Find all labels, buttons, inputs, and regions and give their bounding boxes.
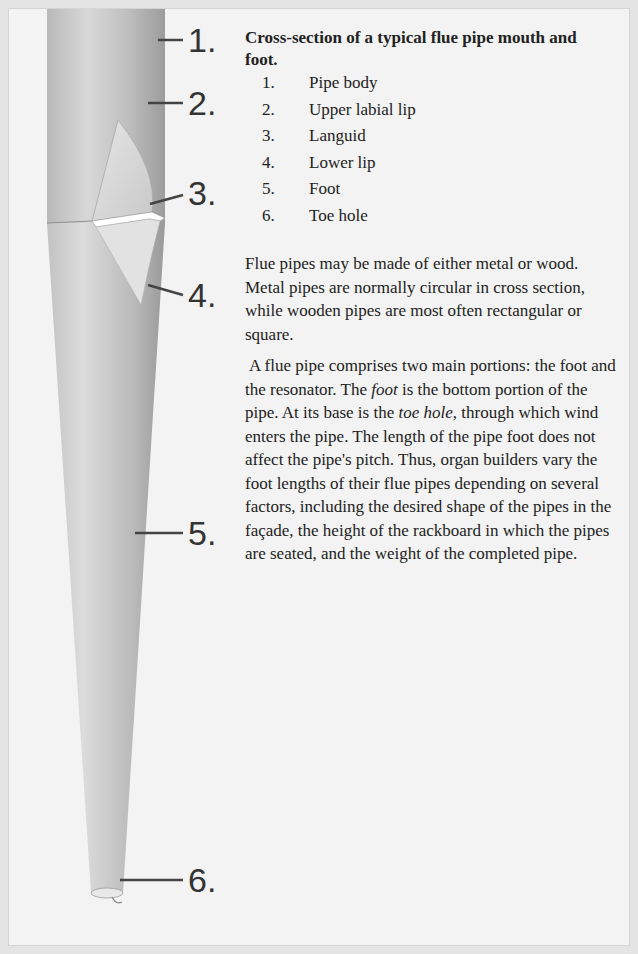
toe-edge — [112, 897, 122, 903]
list-item: Lower lip — [309, 152, 376, 174]
leader-line — [150, 195, 183, 204]
leader-line — [158, 39, 183, 42]
list-item: Toe hole — [309, 205, 368, 227]
list-item: Pipe body — [309, 72, 377, 94]
leader-line — [148, 102, 183, 105]
callout-number: 2. — [188, 84, 216, 122]
leader-line — [135, 532, 183, 535]
mouth-edge — [47, 221, 92, 223]
upper-lip — [92, 120, 153, 221]
callout-number: 4. — [188, 276, 216, 314]
callout-number: 5. — [188, 514, 216, 552]
emphasis: toe hole — [398, 403, 452, 422]
callout-number: 6. — [188, 861, 216, 899]
list-item: Upper labial lip — [309, 99, 416, 121]
leader-line — [148, 285, 183, 295]
list-item: Foot — [309, 178, 340, 200]
paragraph-text: , through which wind enters the pipe. Th… — [245, 403, 611, 563]
list-number: 5. — [262, 178, 275, 200]
text-column: Flue pipes may be made of either metal o… — [245, 252, 621, 574]
paragraph: Flue pipes may be made of either metal o… — [245, 252, 621, 346]
toe-hole — [91, 888, 123, 898]
emphasis: foot — [371, 380, 397, 399]
pipe-body — [47, 9, 165, 223]
leader-lines — [120, 40, 183, 880]
lower-lip — [96, 219, 160, 305]
callout-number: 3. — [188, 174, 216, 212]
list-number: 6. — [262, 205, 275, 227]
title: Cross-section of a typical flue pipe mou… — [245, 27, 605, 71]
pipe-foot — [47, 223, 165, 893]
list-item: Languid — [309, 125, 366, 147]
callout-number: 1. — [188, 21, 216, 59]
paragraph: A flue pipe comprises two main portions:… — [245, 354, 621, 566]
list-number: 1. — [262, 72, 275, 94]
list-number: 2. — [262, 99, 275, 121]
list-number: 4. — [262, 152, 275, 174]
list-number: 3. — [262, 125, 275, 147]
leader-line — [120, 879, 183, 882]
